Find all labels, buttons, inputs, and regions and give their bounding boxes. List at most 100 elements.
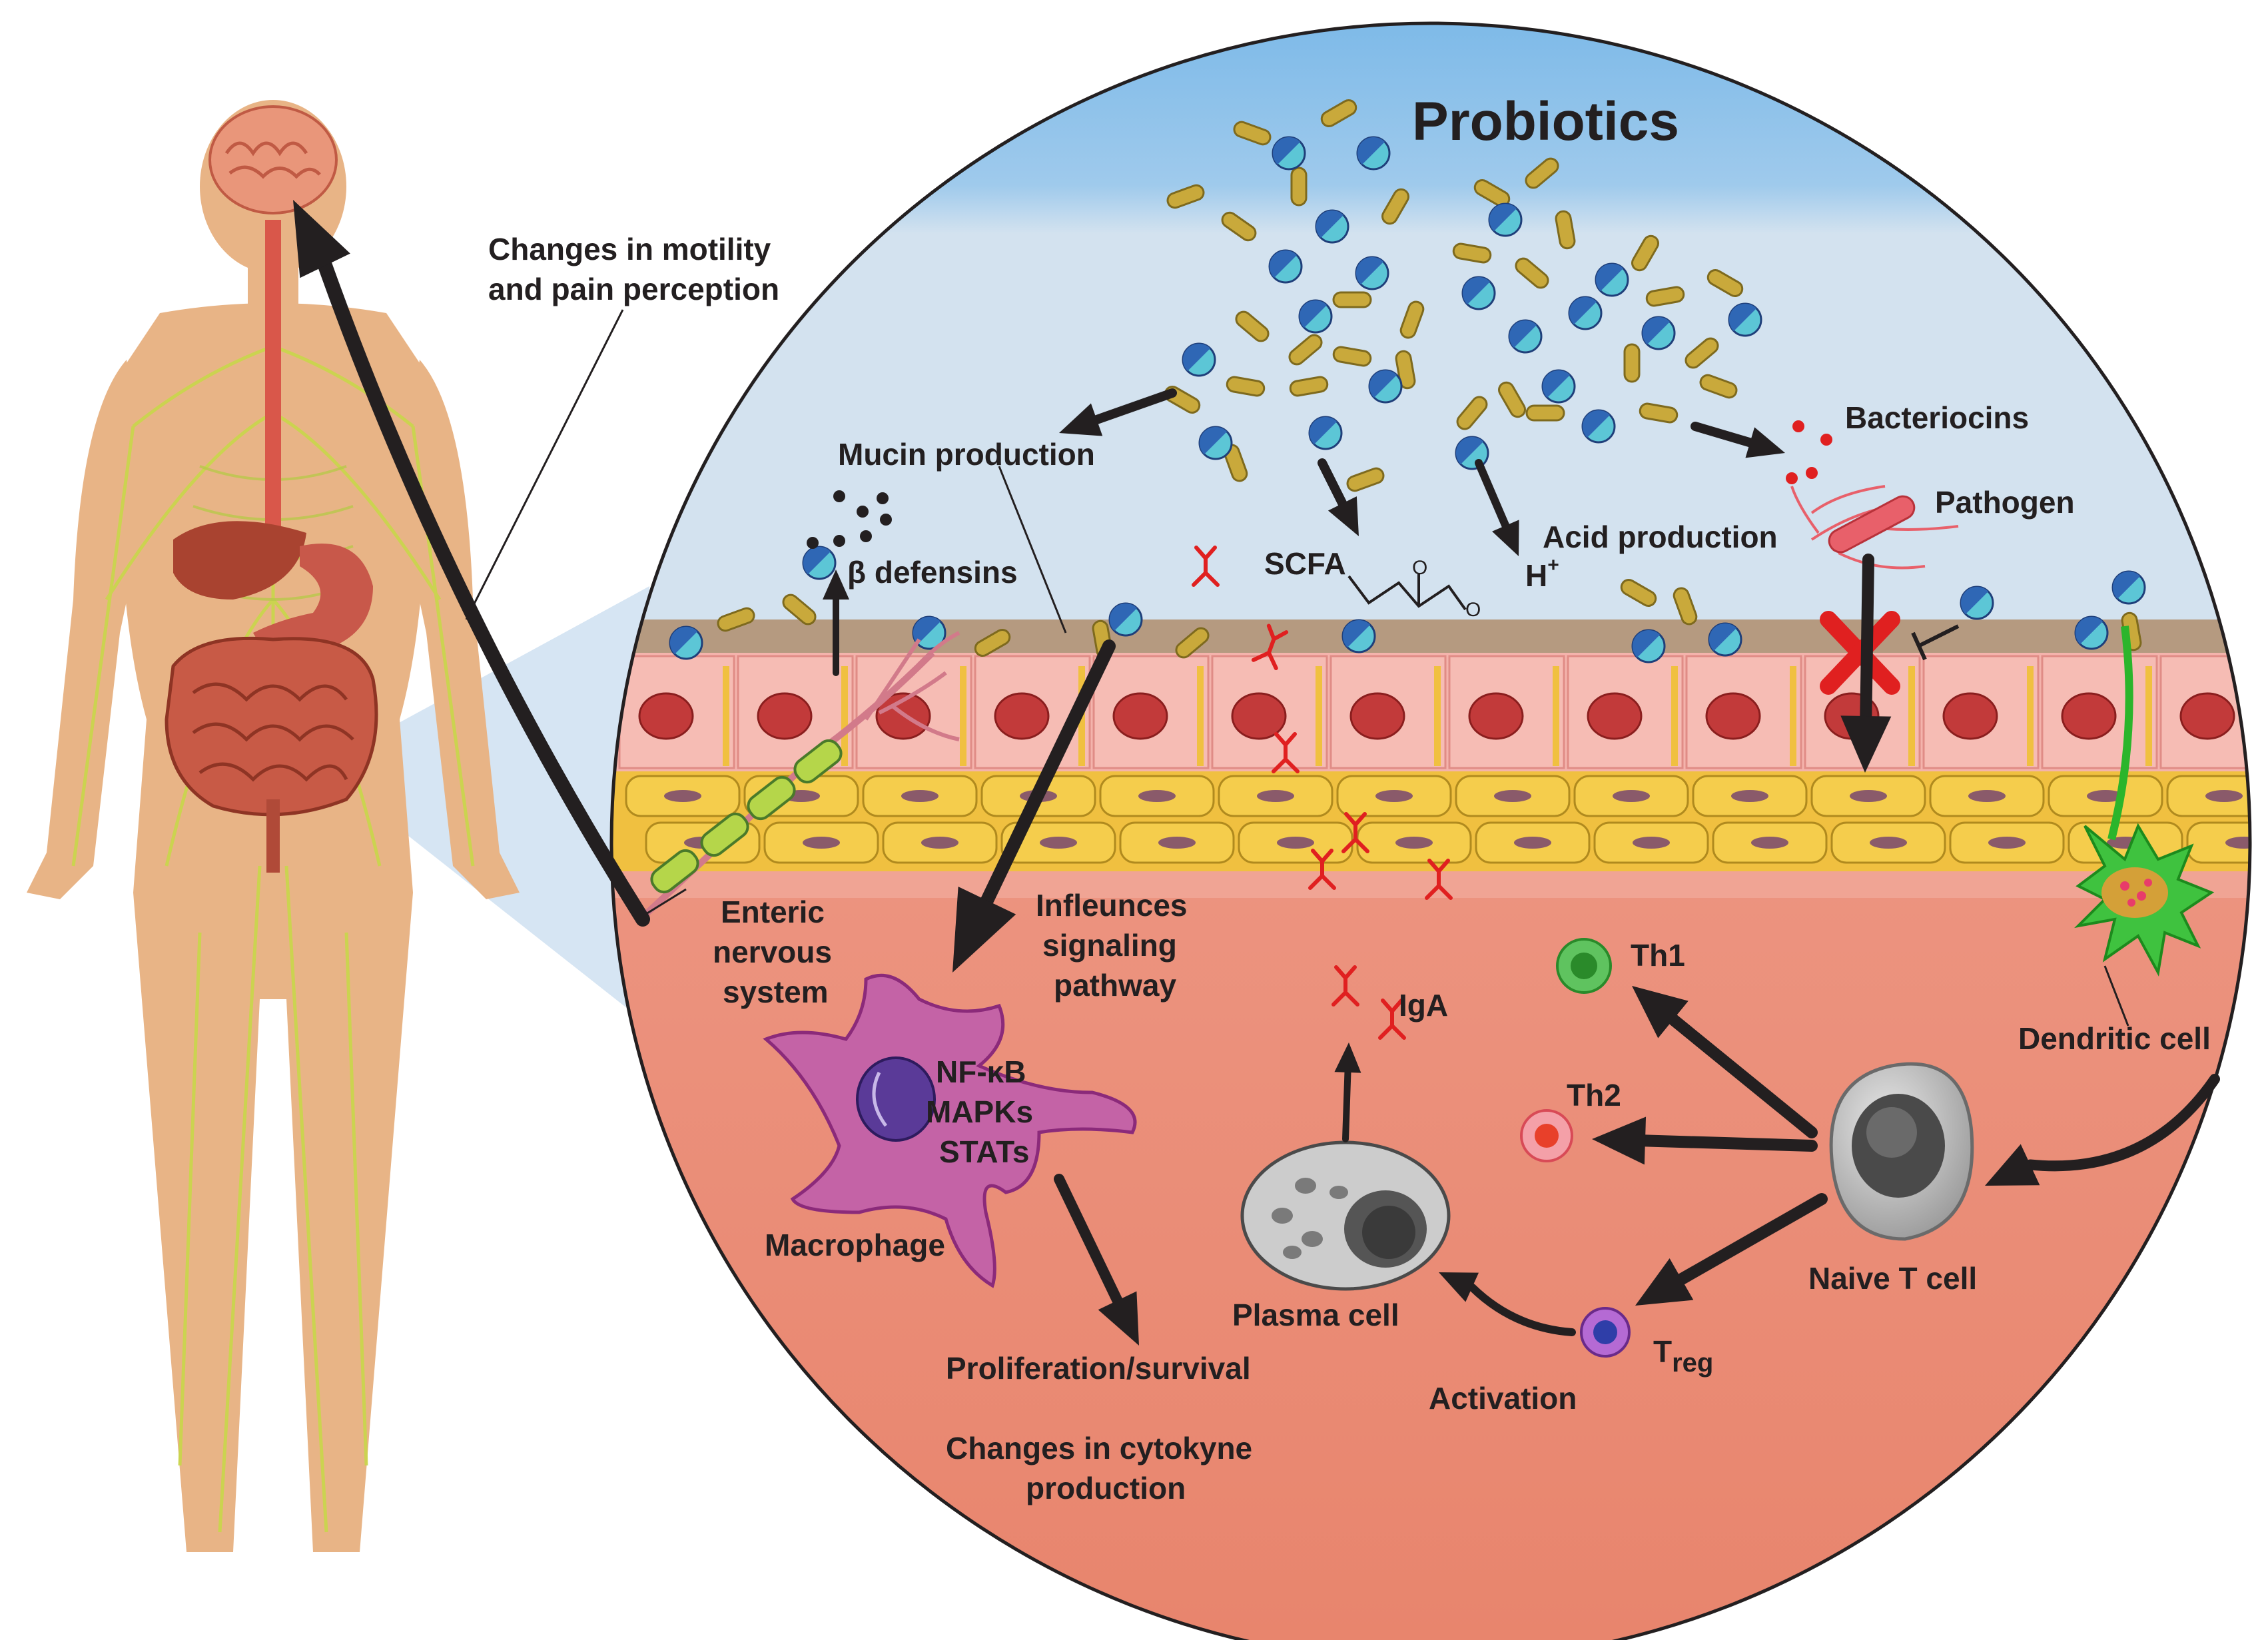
probiotic-coccus-icon bbox=[1728, 302, 1762, 337]
muscle-nucleus bbox=[1988, 837, 2026, 849]
arrow-bacteriocins bbox=[1691, 422, 1755, 448]
enteric-label-2: nervous bbox=[713, 935, 832, 969]
inhibition-x-icon bbox=[1820, 611, 1900, 695]
probiotic-coccus-icon bbox=[1356, 136, 1391, 171]
muscle-nucleus bbox=[1633, 837, 1670, 849]
influences-label-3: pathway bbox=[1054, 968, 1176, 1003]
probiotic-coccus-icon bbox=[1461, 276, 1496, 310]
arrow-macrophage bbox=[980, 639, 1116, 907]
pathway-label-1: NF-κB bbox=[936, 1054, 1026, 1089]
human-body bbox=[27, 100, 520, 1552]
probiotic-coccus-icon bbox=[1641, 316, 1676, 350]
beta-defensins bbox=[807, 490, 892, 549]
muscle-nucleus bbox=[2205, 790, 2243, 802]
treg-label: Treg bbox=[1653, 1334, 1713, 1378]
cytokine-label-1: Changes in cytokyne bbox=[946, 1431, 1252, 1465]
arrow-defensins-head bbox=[823, 570, 849, 600]
enteric-label-1: Enteric bbox=[721, 895, 825, 929]
arrow-scfa-head bbox=[1327, 496, 1359, 536]
cell-nucleus bbox=[1942, 692, 1998, 740]
cell-nucleus bbox=[638, 692, 694, 740]
muscle-nucleus bbox=[901, 790, 939, 802]
probiotic-coccus-icon bbox=[1182, 342, 1216, 377]
probiotic-coccus-icon bbox=[1308, 416, 1343, 450]
muscle-nucleus bbox=[1375, 790, 1413, 802]
esophagus bbox=[265, 220, 281, 526]
cell-nucleus bbox=[2061, 692, 2117, 740]
muscle-nucleus bbox=[1277, 837, 1314, 849]
arrow-mucin-head bbox=[1059, 403, 1103, 436]
probiotic-rod-icon bbox=[1290, 167, 1308, 206]
pathway-label-3: STATs bbox=[939, 1134, 1029, 1169]
cell-nucleus bbox=[1231, 692, 1287, 740]
liver bbox=[173, 521, 306, 600]
probiotic-coccus-icon bbox=[1268, 249, 1303, 284]
muscle-nucleus bbox=[1613, 790, 1650, 802]
influences-label-2: signaling bbox=[1042, 928, 1177, 963]
cell-nucleus bbox=[2179, 692, 2235, 740]
acid-label: Acid production bbox=[1543, 520, 1778, 554]
activation-label: Activation bbox=[1429, 1381, 1577, 1416]
th1-cell-icon bbox=[1556, 938, 1612, 994]
arrow-bacteriocins-head bbox=[1745, 427, 1785, 458]
muscle-nucleus bbox=[1158, 837, 1196, 849]
probiotic-coccus-icon bbox=[1368, 369, 1403, 404]
muscle-nucleus bbox=[1751, 837, 1788, 849]
brain bbox=[208, 105, 338, 214]
hplus-label: H+ bbox=[1525, 554, 1559, 593]
probiotic-coccus-icon bbox=[1508, 319, 1543, 354]
arrow-th1 bbox=[1667, 1013, 1818, 1138]
gut-zoom-circle bbox=[611, 23, 2250, 1640]
muscle-nucleus bbox=[664, 790, 701, 802]
pathogen bbox=[1786, 420, 1959, 570]
dendritic-cell-icon bbox=[2074, 625, 2215, 977]
arrow-proliferation bbox=[1054, 1174, 1123, 1306]
mucus-layer bbox=[611, 619, 2250, 653]
probiotic-coccus-icon bbox=[1960, 586, 1994, 620]
arrows bbox=[293, 200, 2220, 1346]
pathway-label-2: MAPKs bbox=[926, 1094, 1033, 1129]
cytokine-label-2: production bbox=[1026, 1471, 1186, 1505]
naive-t-cell-icon bbox=[1829, 1062, 1974, 1241]
probiotic-coccus-icon bbox=[1298, 299, 1333, 334]
enteric-label-3: system bbox=[723, 975, 829, 1009]
stomach bbox=[253, 544, 373, 654]
cell-nucleus bbox=[1705, 692, 1761, 740]
muscle-nucleus bbox=[2225, 837, 2250, 849]
leader-lines bbox=[465, 309, 2129, 1026]
scfa-label: SCFA bbox=[1264, 546, 1346, 581]
muscle-nucleus bbox=[1138, 790, 1176, 802]
arrow-iga bbox=[1342, 1068, 1351, 1142]
probiotic-coccus-icon bbox=[802, 546, 837, 580]
cell-nucleus bbox=[1468, 692, 1524, 740]
arrow-dendritic-to-naive bbox=[2025, 1074, 2220, 1172]
bacteriocins-label: Bacteriocins bbox=[1845, 400, 2029, 435]
pathogen-label: Pathogen bbox=[1935, 485, 2075, 520]
th2-cell-icon bbox=[1520, 1109, 1573, 1162]
cell-nucleus bbox=[1587, 692, 1643, 740]
scfa-o-label: O bbox=[1412, 557, 1427, 579]
arrow-pathogen-blocked bbox=[1860, 554, 1874, 723]
muscle-nucleus bbox=[1850, 790, 1887, 802]
probiotic-coccus-icon bbox=[1581, 409, 1616, 444]
inhibition-bar bbox=[1911, 624, 1960, 661]
macrophage-icon bbox=[763, 973, 1137, 1288]
probiotic-coccus-icon bbox=[2111, 570, 2146, 605]
plasma-label: Plasma cell bbox=[1232, 1298, 1399, 1332]
arrow-treg-head bbox=[1635, 1258, 1694, 1306]
cell-nucleus bbox=[757, 692, 813, 740]
muscle-nucleus bbox=[921, 837, 958, 849]
arrow-acid bbox=[1475, 459, 1510, 530]
scfa-molecule bbox=[1347, 573, 1467, 611]
defensins-label: β defensins bbox=[847, 555, 1018, 590]
motility-label-2: and pain perception bbox=[488, 272, 779, 306]
probiotic-coccus-icon bbox=[1595, 262, 1629, 297]
arrow-treg bbox=[1675, 1193, 1828, 1286]
arrow-pathogen-blocked-head bbox=[1840, 715, 1892, 773]
muscle-nucleus bbox=[1494, 790, 1531, 802]
arrow-acid-head bbox=[1492, 520, 1519, 556]
naive-label: Naive T cell bbox=[1808, 1261, 1977, 1296]
arrow-dendritic-to-naive-head bbox=[1985, 1144, 2040, 1186]
muscle-nucleus bbox=[2087, 790, 2124, 802]
influences-label-1: Infleunces bbox=[1036, 888, 1188, 923]
